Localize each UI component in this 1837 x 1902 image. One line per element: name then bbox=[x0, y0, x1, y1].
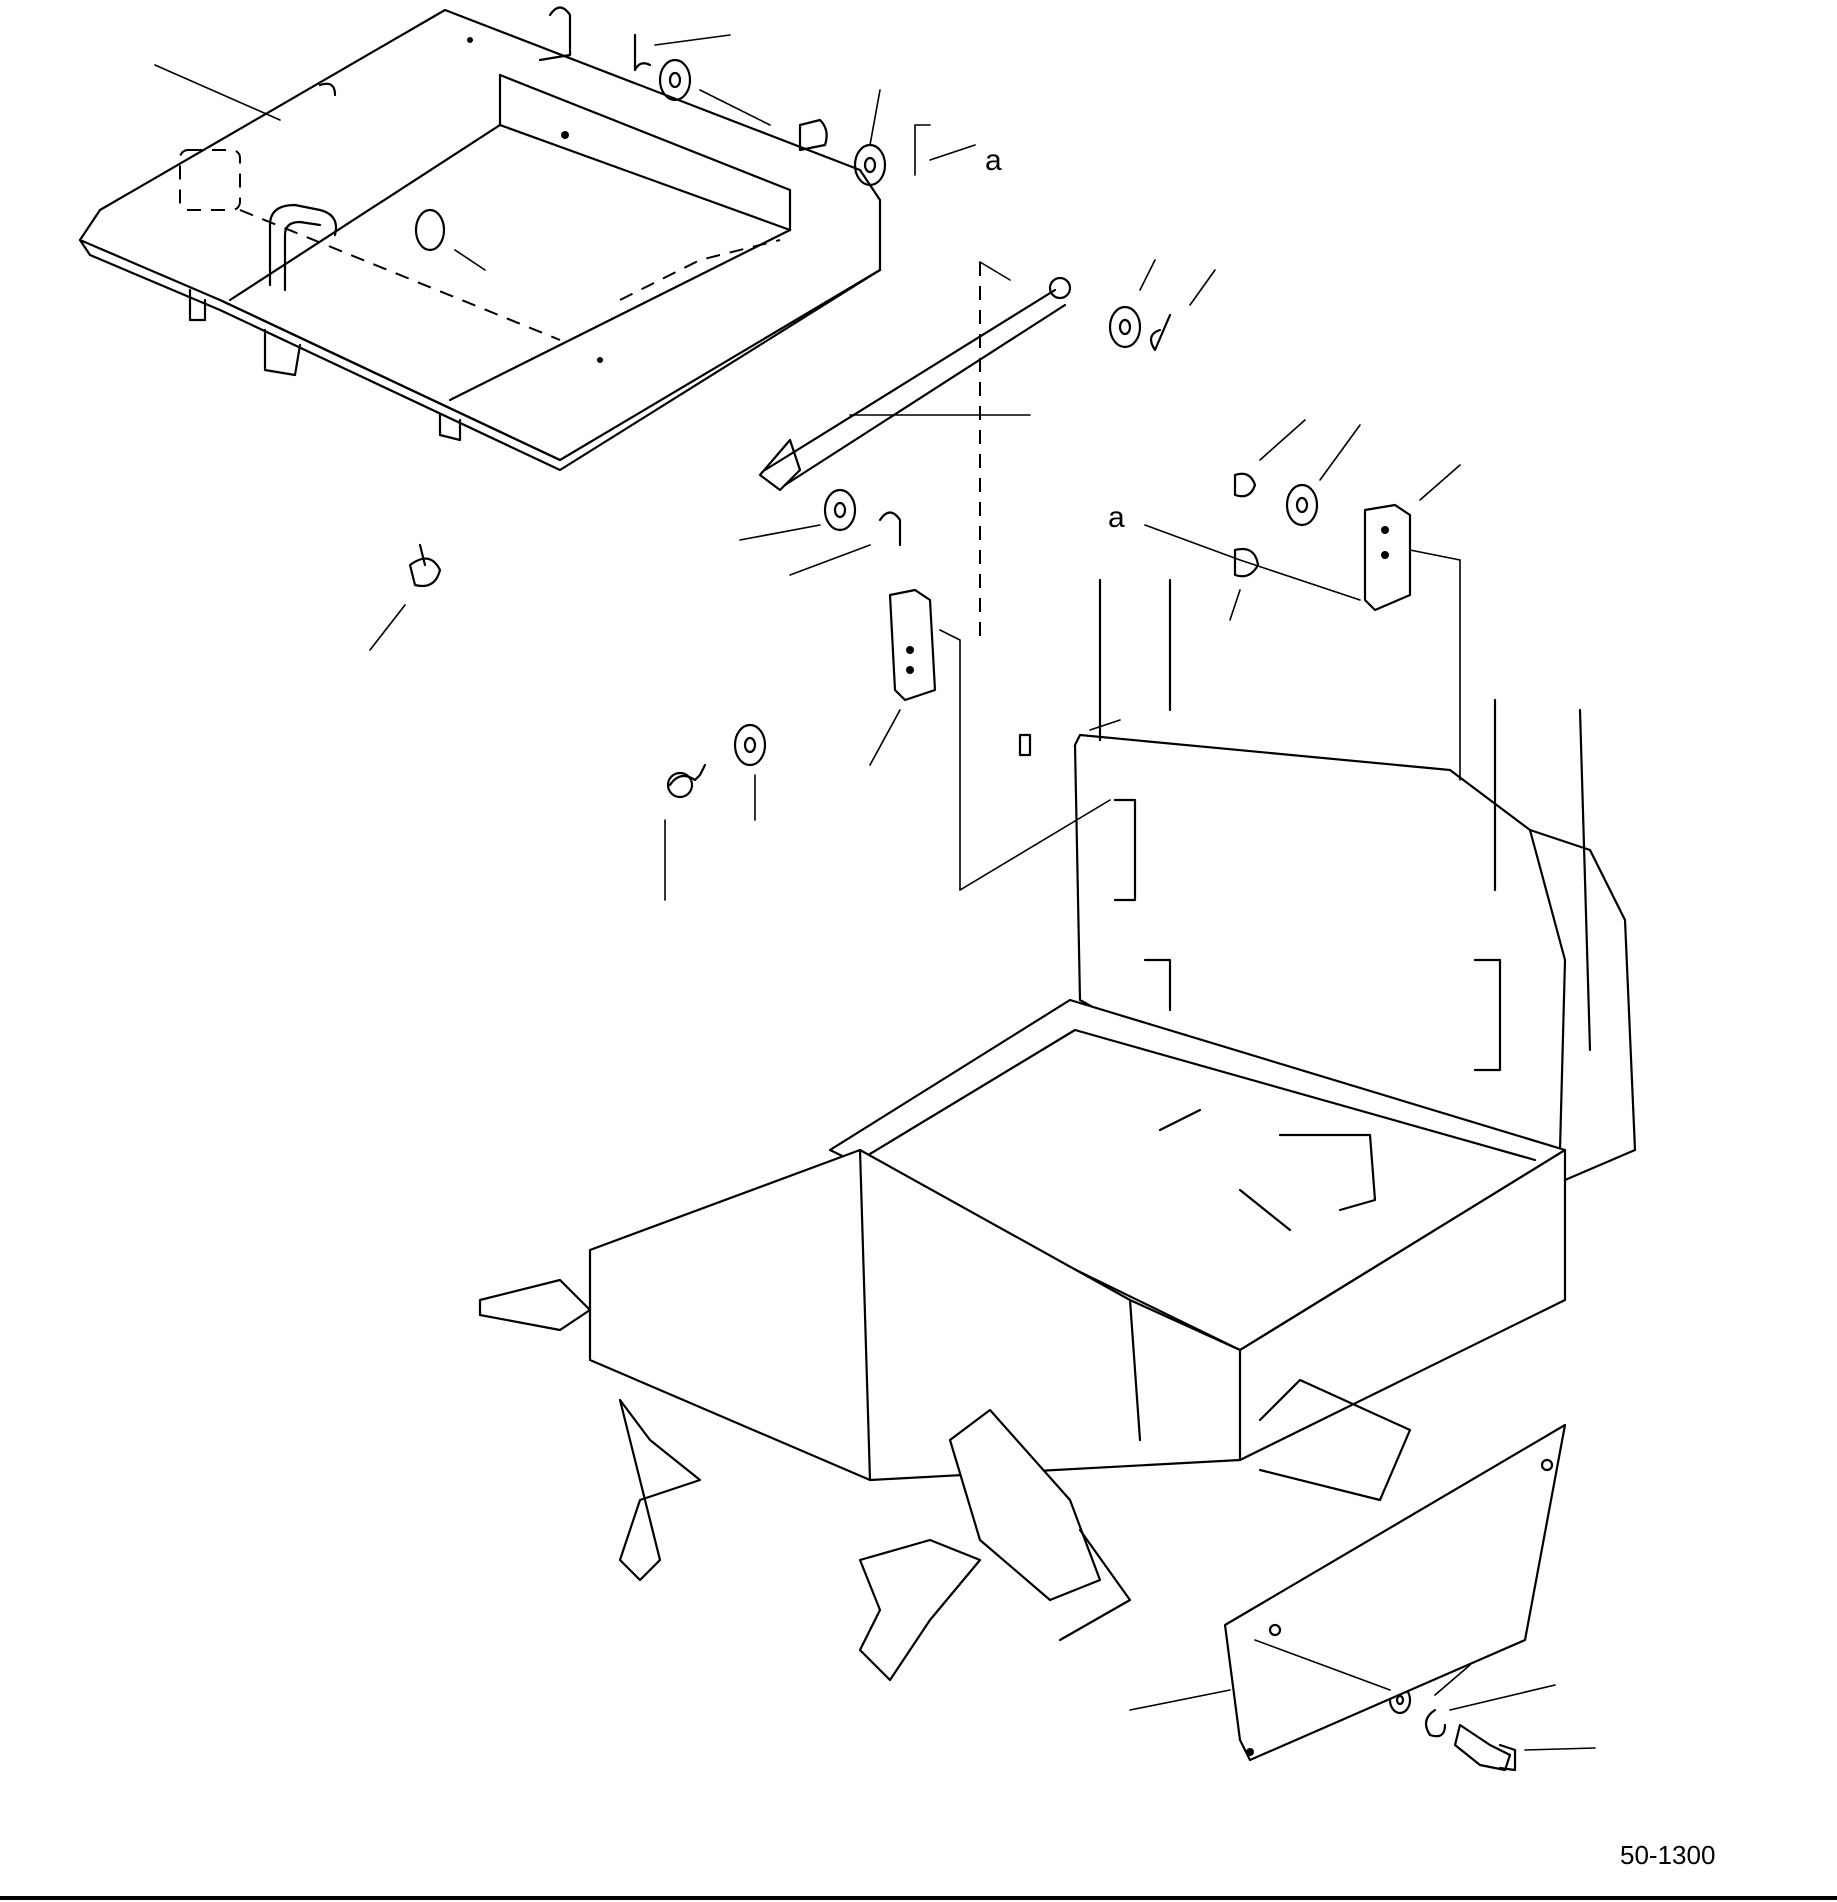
hinge-bracket-right bbox=[1363, 503, 1412, 612]
front-guard-plate bbox=[1223, 1423, 1567, 1762]
seat-base bbox=[478, 578, 1637, 1682]
hinge-bracket-left bbox=[888, 588, 937, 702]
cover-panel bbox=[78, 6, 882, 472]
callout-a-mid: a bbox=[1108, 501, 1125, 534]
hex-bolt bbox=[1453, 1723, 1517, 1772]
bottom-border bbox=[0, 1896, 1837, 1900]
leader-lines bbox=[154, 34, 1596, 1751]
r-clips bbox=[633, 33, 1447, 1738]
drawing-number: 50-1300 bbox=[1620, 1840, 1716, 1870]
callout-a-top: a bbox=[985, 144, 1002, 177]
gas-strut bbox=[758, 261, 1072, 640]
